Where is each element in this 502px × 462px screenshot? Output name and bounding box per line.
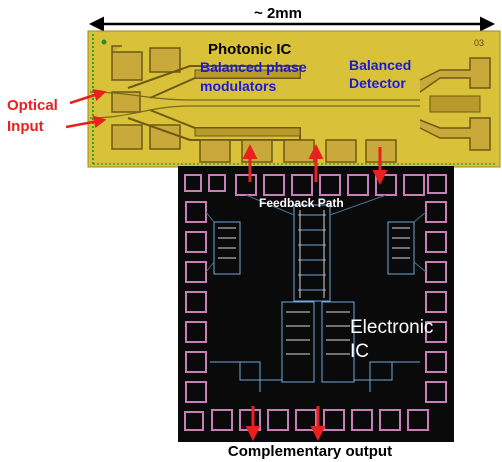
balanced-phase-label: Balanced phase	[200, 59, 307, 75]
input-label: Input	[7, 118, 44, 135]
balanced-label: Balanced	[349, 57, 411, 73]
electronic-chip	[178, 166, 454, 442]
feedback-arrows	[242, 144, 388, 185]
modulators-label: modulators	[200, 78, 276, 94]
photonic-ic-label: Photonic IC	[208, 41, 291, 58]
chip-marker: 03	[474, 38, 484, 48]
dimension-label: ~ 2mm	[254, 5, 302, 22]
photonic-chip	[87, 30, 501, 168]
complementary-output-label: Complementary output	[228, 443, 392, 460]
feedback-path-label: Feedback Path	[259, 196, 344, 210]
electronic-label: Electronic	[350, 317, 433, 338]
optical-input-arrows	[65, 89, 107, 129]
ic-label: IC	[350, 341, 369, 362]
output-arrows	[245, 406, 326, 441]
optical-label: Optical	[7, 97, 58, 114]
detector-label: Detector	[349, 75, 406, 91]
